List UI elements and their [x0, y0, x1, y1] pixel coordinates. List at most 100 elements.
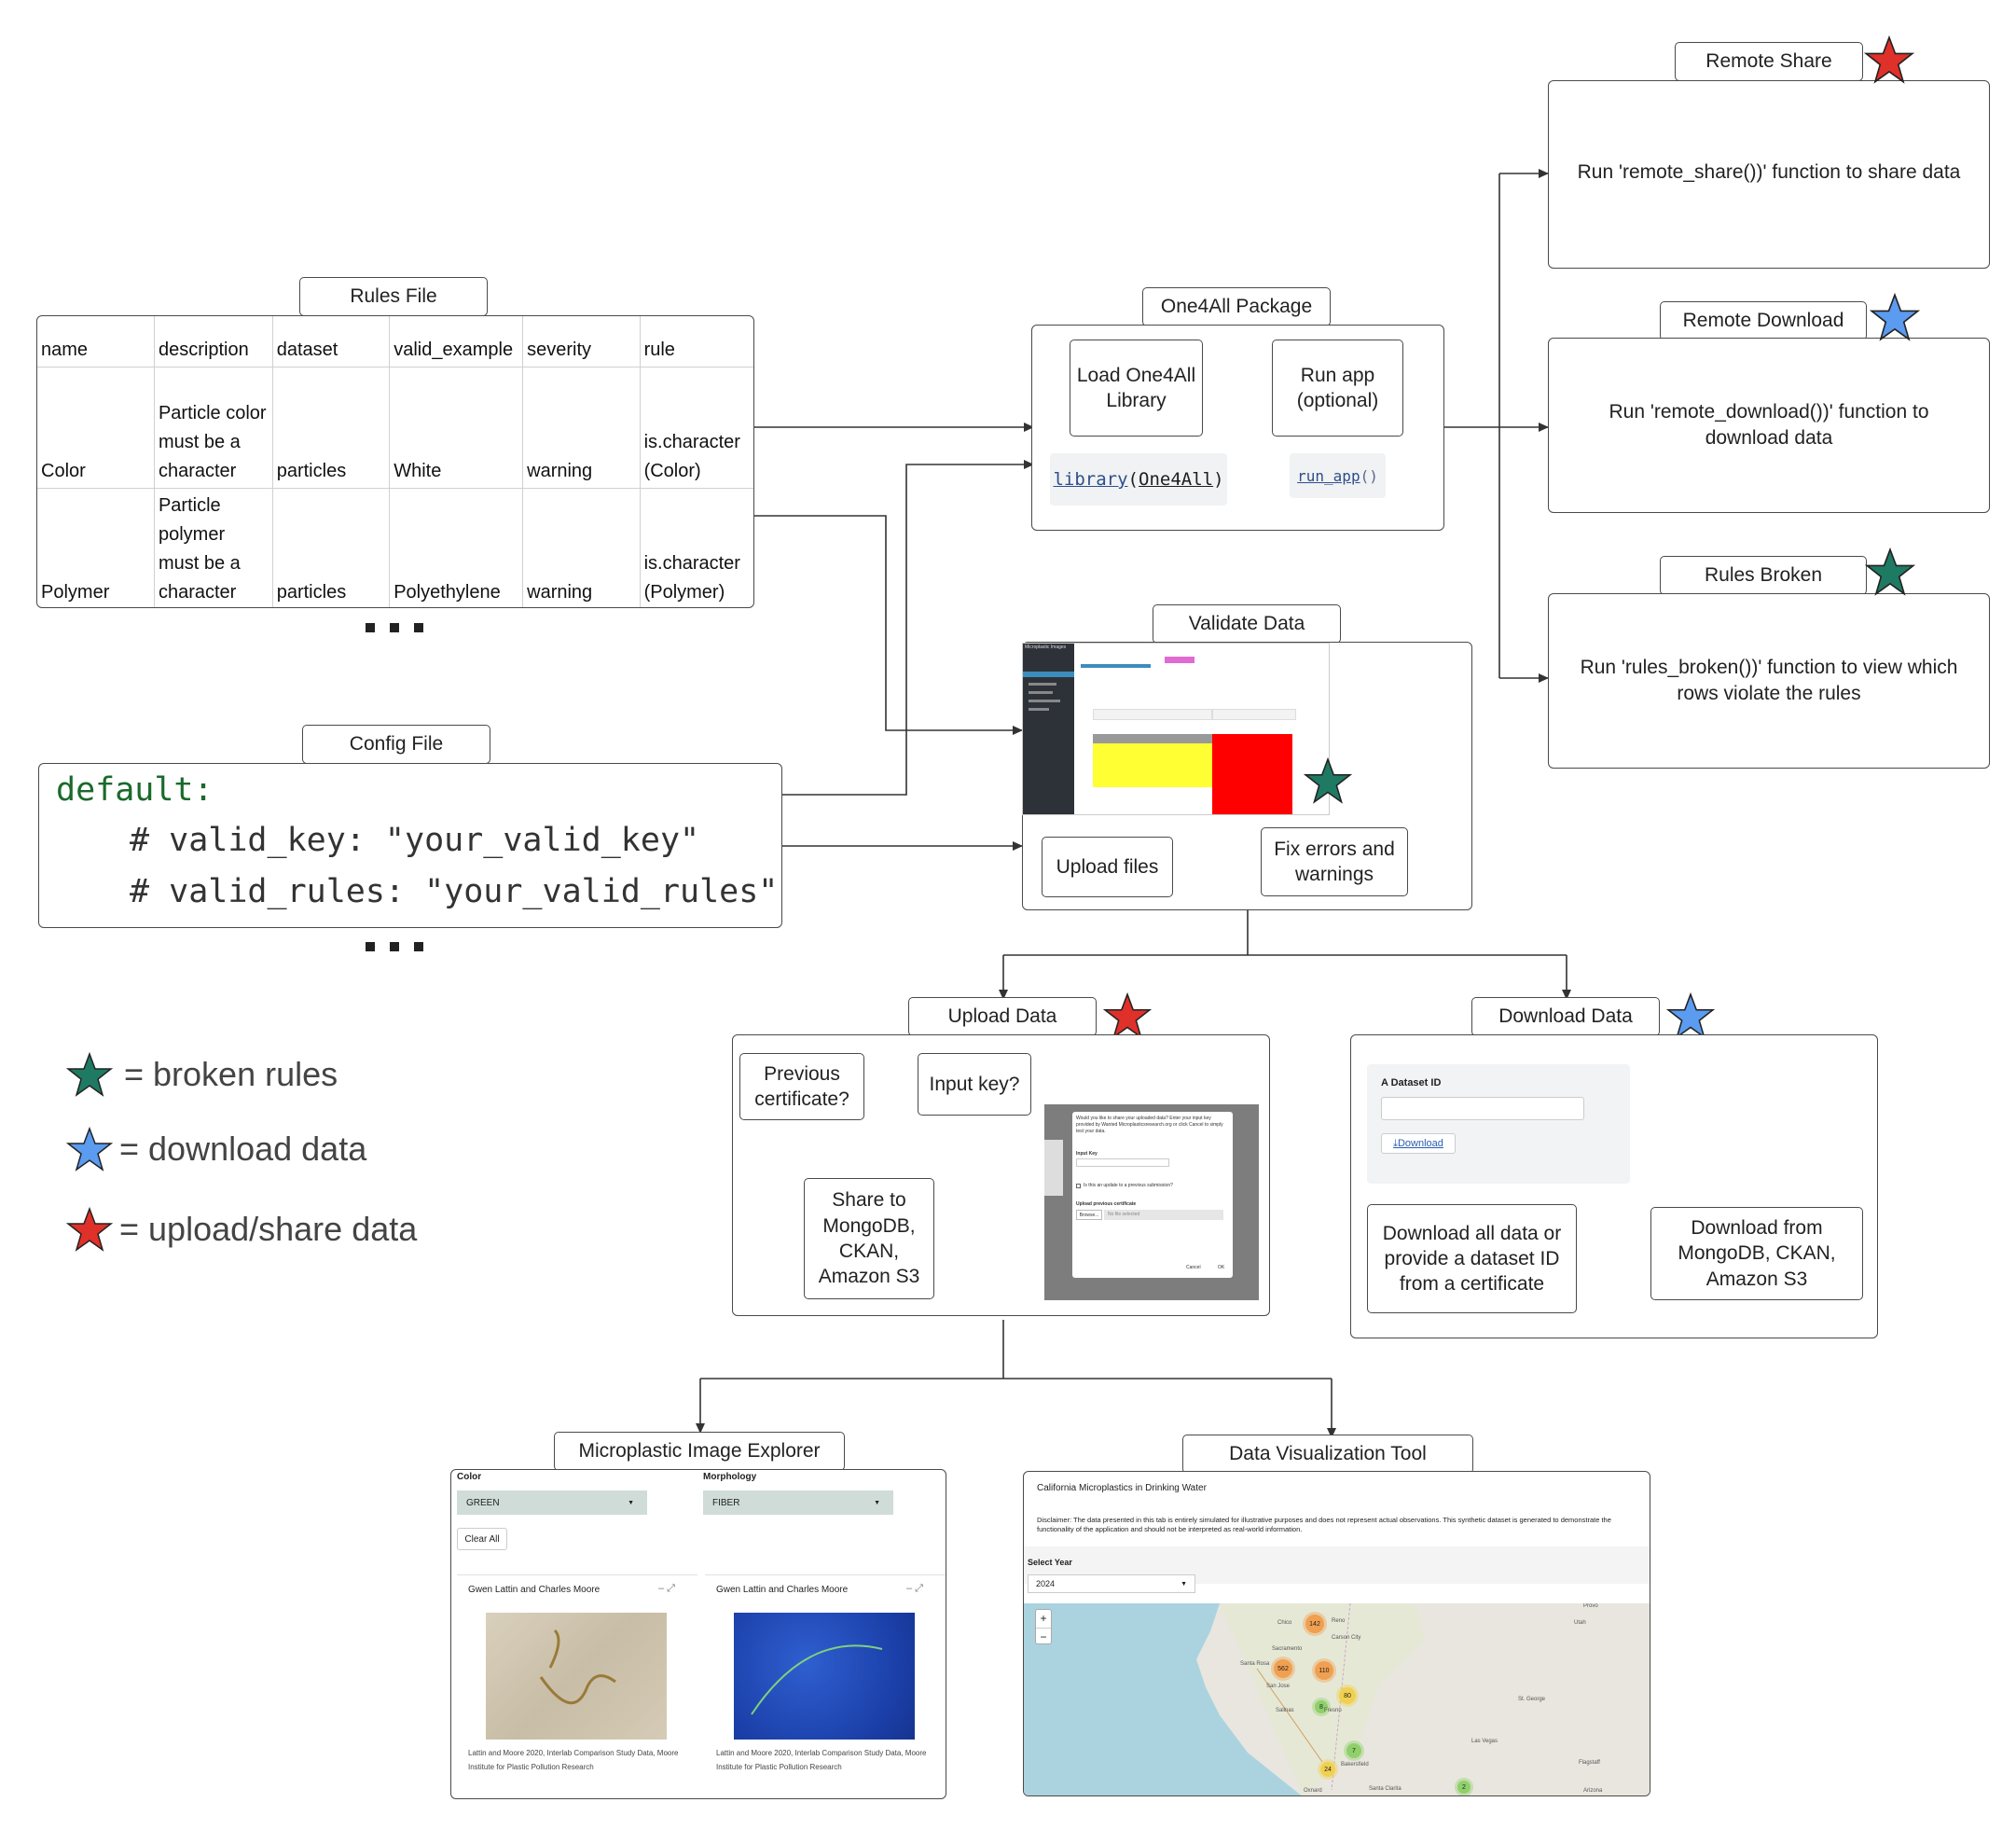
fiber-shape [751, 1644, 883, 1715]
map-city-label: Sacramento [1272, 1646, 1303, 1652]
validate-table-header [1212, 709, 1296, 720]
download-panel-screenshot: A Dataset ID ⤓Download [1367, 1064, 1630, 1184]
cluster-marker[interactable]: 7 [1346, 1743, 1361, 1758]
zoom-control: + − [1035, 1609, 1052, 1644]
validate-red-rows [1212, 734, 1292, 814]
run-app-box: Run app (optional) [1272, 340, 1403, 437]
dialog-text: Would you like to share your uploaded da… [1076, 1116, 1223, 1134]
image-card: Gwen Lattin and Charles Moore – ⤢ Lattin… [457, 1574, 697, 1798]
year-label: Select Year [1028, 1558, 1072, 1567]
map-city-label: Provo [1583, 1603, 1598, 1609]
legend-upload-share: = upload/share data [119, 1210, 418, 1248]
map-city-label: Reno [1332, 1618, 1346, 1624]
dialog-background-app [1044, 1140, 1063, 1196]
star-red-icon [1103, 992, 1152, 1039]
star-green-icon [1865, 548, 1915, 596]
legend-star-blue-icon [66, 1127, 113, 1171]
dialog-checkbox[interactable] [1076, 1184, 1081, 1188]
config-line-valid-rules: # valid_rules: "your_valid_rules" [130, 873, 779, 910]
download-all-box: Download all data or provide a dataset I… [1367, 1204, 1577, 1313]
viz-disclaimer: Disclaimer: The data presented in this t… [1037, 1516, 1611, 1534]
map-city-label: Chico [1277, 1620, 1292, 1626]
sidebar-item [1029, 691, 1053, 694]
remote-download-text: Run 'remote_download())' function to dow… [1609, 401, 1929, 450]
rules-col-valid-example: valid_example [389, 316, 524, 367]
map-city-label: Santa Clarita [1369, 1786, 1402, 1792]
table-row: Color Particle color must be a character… [37, 367, 753, 489]
code-library-arg: One4All [1139, 469, 1214, 490]
cluster-marker[interactable]: 24 [1320, 1762, 1335, 1777]
rules-header-row: name description dataset valid_example s… [37, 316, 753, 367]
legend-star-red-icon [66, 1207, 113, 1252]
code-library-fn: library [1053, 469, 1128, 490]
fix-errors-box: Fix errors and warnings [1261, 827, 1408, 896]
viz-tab: Data Visualization Tool [1182, 1435, 1473, 1474]
upload-dialog: Would you like to share your uploaded da… [1072, 1112, 1233, 1278]
rules-col-severity: severity [522, 316, 641, 367]
zoom-out-button[interactable]: − [1040, 1630, 1047, 1643]
card-caption: Lattin and Moore 2020, Interlab Comparis… [468, 1749, 679, 1772]
upload-files-box: Upload files [1042, 837, 1173, 897]
sidebar-active-item [1023, 672, 1074, 677]
cluster-marker[interactable]: 110 [1315, 1661, 1333, 1680]
map-city-label: Las Vegas [1471, 1739, 1498, 1744]
cluster-marker[interactable]: 562 [1274, 1659, 1292, 1678]
cluster-marker[interactable]: 8 [1315, 1700, 1328, 1713]
star-blue-icon [1666, 992, 1715, 1039]
morphology-filter-select[interactable]: FIBER ▼ [703, 1490, 893, 1515]
dialog-upload-label: Upload previous certificate [1076, 1201, 1137, 1207]
input-key-box: Input key? [918, 1053, 1031, 1116]
star-green-icon [1304, 757, 1352, 804]
map-water [1024, 1603, 1425, 1795]
rules-broken-text: Run 'rules_broken())' function to view w… [1580, 657, 1958, 705]
cluster-marker[interactable]: 142 [1305, 1615, 1324, 1633]
config-ellipsis [366, 942, 423, 951]
previous-certificate-box: Previous certificate? [739, 1053, 864, 1120]
download-data-tab: Download Data [1471, 997, 1660, 1036]
table-row: Polymer Particle polymer must be a chara… [37, 488, 753, 607]
legend-star-green-icon [66, 1052, 113, 1097]
cluster-marker[interactable]: 80 [1339, 1687, 1356, 1704]
rules-broken-tab: Rules Broken [1660, 556, 1867, 595]
table-cell: particles [272, 367, 391, 489]
load-library-box: Load One4All Library [1070, 340, 1203, 437]
california-map[interactable]: + − 142 562 110 80 7 24 8 2 Chico Reno S… [1024, 1603, 1650, 1795]
table-cell: Particle polymer must be a character [154, 488, 273, 607]
download-button[interactable]: ⤓Download [1381, 1133, 1456, 1154]
download-icon: ⤓ [1393, 1137, 1398, 1149]
color-filter-select[interactable]: GREEN ▼ [457, 1490, 647, 1515]
dialog-cancel-button[interactable]: Cancel [1186, 1265, 1201, 1270]
zoom-in-button[interactable]: + [1036, 1610, 1051, 1629]
remote-download-frame [1548, 338, 1990, 513]
morphology-filter-label: Morphology [703, 1472, 757, 1482]
table-cell: warning [522, 367, 641, 489]
upload-data-tab: Upload Data [908, 997, 1097, 1036]
share-to-mongodb-box: Share to MongoDB, CKAN, Amazon S3 [804, 1178, 934, 1299]
star-red-icon [1864, 35, 1914, 84]
remote-share-frame [1548, 80, 1990, 269]
explorer-frame: Color GREEN ▼ Morphology FIBER ▼ Clear A… [450, 1469, 946, 1799]
dataset-id-input[interactable] [1381, 1097, 1584, 1120]
map-city-label: Salinas [1276, 1708, 1294, 1713]
morphology-filter-value: FIBER [712, 1497, 740, 1508]
year-select[interactable]: 2024 ▼ [1028, 1574, 1195, 1593]
clear-all-button[interactable]: Clear All [457, 1528, 507, 1550]
rules-file-tab: Rules File [299, 277, 488, 316]
dataset-id-label: A Dataset ID [1381, 1077, 1442, 1088]
chevron-down-icon: ▼ [628, 1499, 634, 1506]
remote-share-tab: Remote Share [1675, 42, 1863, 81]
dialog-ok-button[interactable]: OK [1218, 1265, 1225, 1270]
dialog-input-field[interactable] [1076, 1158, 1169, 1167]
code-run-paren: () [1360, 466, 1378, 485]
card-caption: Lattin and Moore 2020, Interlab Comparis… [716, 1749, 927, 1772]
validate-progress [1081, 664, 1151, 668]
map-city-label: Flagstaff [1579, 1760, 1600, 1766]
map-city-label: Oxnard [1304, 1788, 1322, 1794]
rules-ellipsis [366, 623, 423, 632]
validate-yellow-rows [1093, 743, 1212, 787]
remote-download-tab: Remote Download [1660, 301, 1867, 340]
dialog-browse-button[interactable]: Browse... [1076, 1210, 1102, 1220]
validate-sidebar: Microplastic Images [1023, 644, 1074, 814]
cluster-marker[interactable]: 2 [1457, 1781, 1471, 1794]
validate-tab: Validate Data [1153, 604, 1341, 644]
